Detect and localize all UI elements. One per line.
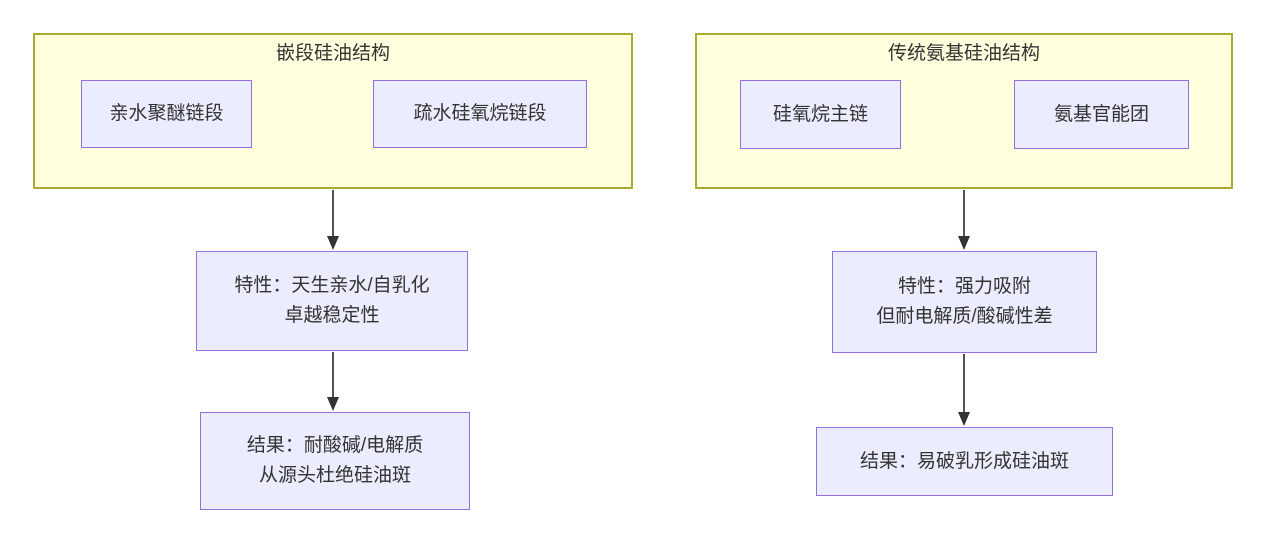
node-label-line1: 特性：天生亲水/自乳化	[234, 275, 430, 296]
node-label-line2: 但耐电解质/酸碱性差	[876, 306, 1053, 327]
cluster-title-block-silicone: 嵌段硅油结构	[275, 43, 390, 64]
node-label: 硅氧烷主链	[772, 103, 868, 125]
node-amino-functional-group: 氨基官能团	[1014, 80, 1189, 149]
node-label-line2: 卓越稳定性	[284, 305, 380, 326]
node-result-amino-silicone: 结果：易破乳形成硅油斑	[816, 427, 1113, 496]
node-label-line2: 从源头杜绝硅油斑	[258, 465, 411, 486]
node-label: 疏水硅氧烷链段	[413, 103, 547, 124]
cluster-block-silicone-structure: 嵌段硅油结构 亲水聚醚链段 疏水硅氧烷链段	[33, 33, 633, 189]
node-label: 氨基官能团	[1053, 103, 1149, 125]
node-label-line1: 特性：强力吸附	[897, 276, 1031, 297]
node-label-line1: 结果：易破乳形成硅油斑	[859, 450, 1069, 472]
node-label-line1: 结果：耐酸碱/电解质	[246, 435, 424, 456]
node-feature-amino-silicone: 特性：强力吸附 但耐电解质/酸碱性差	[832, 251, 1097, 353]
cluster-title-amino-silicone: 传统氨基硅油结构	[887, 43, 1040, 64]
node-result-block-silicone: 结果：耐酸碱/电解质 从源头杜绝硅油斑	[200, 412, 470, 510]
cluster-traditional-amino-silicone-structure: 传统氨基硅油结构 硅氧烷主链 氨基官能团	[695, 33, 1233, 189]
node-siloxane-backbone: 硅氧烷主链	[740, 80, 901, 149]
node-label: 亲水聚醚链段	[109, 103, 224, 124]
node-feature-block-silicone: 特性：天生亲水/自乳化 卓越稳定性	[196, 251, 468, 351]
node-hydrophilic-polyether-segment: 亲水聚醚链段	[81, 80, 252, 148]
node-hydrophobic-siloxane-segment: 疏水硅氧烷链段	[373, 80, 587, 148]
